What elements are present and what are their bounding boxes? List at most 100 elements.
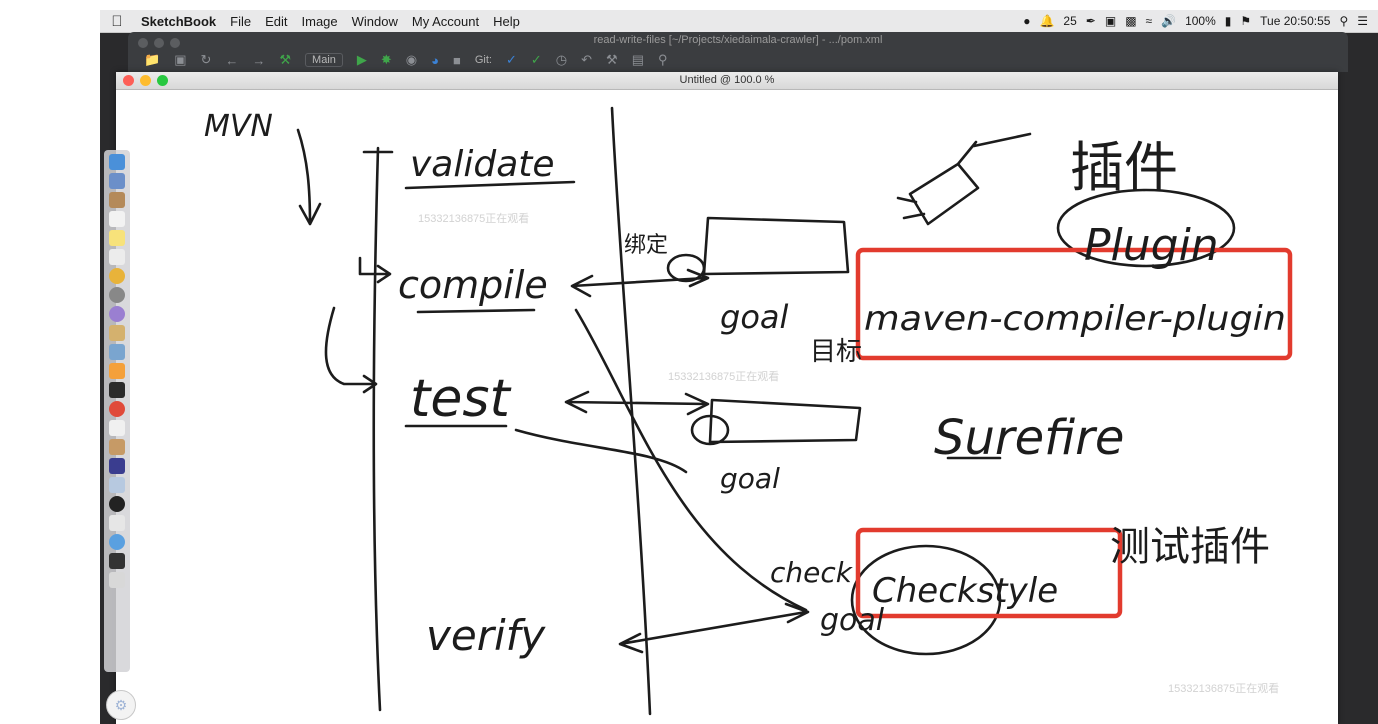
sublime-icon[interactable]	[109, 363, 125, 379]
list-icon[interactable]: ☰	[1357, 14, 1368, 28]
menu-app-name[interactable]: SketchBook	[141, 13, 217, 29]
display-icon[interactable]: ▩	[1125, 14, 1137, 28]
terminal-icon[interactable]	[109, 382, 125, 398]
zoom-button[interactable]	[157, 75, 168, 86]
volume-icon[interactable]: 🔊	[1161, 14, 1177, 28]
highlight-box-compiler-plugin	[855, 247, 1293, 361]
test-to-goal-curve	[514, 428, 688, 474]
watermark-3: 15332136875正在观看	[1168, 683, 1280, 695]
history-icon[interactable]: ◷	[555, 52, 568, 67]
goal-2-label: goal	[720, 462, 780, 495]
mail-icon[interactable]	[109, 173, 125, 189]
preview-icon[interactable]	[109, 344, 125, 360]
back-icon[interactable]: ←	[225, 52, 239, 68]
save-icon[interactable]: ▣	[174, 52, 187, 67]
minimize-button[interactable]	[140, 75, 151, 86]
menu-edit[interactable]: Edit	[265, 13, 288, 29]
target-label: 目标	[810, 337, 862, 367]
sketchbook-window: Untitled @ 100.0 % 15332136875正在观看 15332…	[116, 72, 1338, 724]
clock[interactable]: Tue 20:50:55	[1260, 14, 1331, 28]
checkstyle-circle	[850, 544, 1002, 656]
menu-help[interactable]: Help	[493, 13, 520, 29]
run-config-select[interactable]: Main	[305, 53, 343, 67]
git-commit-icon[interactable]: ✓	[530, 52, 542, 67]
stop-icon[interactable]: ■	[453, 52, 461, 68]
reminders-icon[interactable]	[109, 249, 125, 265]
textedit-icon[interactable]	[109, 420, 125, 436]
search-icon[interactable]: ⚲	[1339, 14, 1349, 28]
search-everywhere-icon[interactable]: ⚲	[658, 52, 668, 67]
qq-icon[interactable]	[109, 401, 125, 417]
menu-window[interactable]: Window	[351, 13, 398, 29]
test-double-arrow	[564, 390, 710, 416]
menu-image[interactable]: Image	[301, 13, 338, 29]
slack-icon[interactable]	[109, 306, 125, 322]
ide-window: read-write-files [~/Projects/xiedaimala-…	[128, 32, 1348, 72]
coverage-icon[interactable]: ◉	[405, 52, 418, 67]
goal-box-2	[708, 398, 862, 444]
screen-icon[interactable]: ▣	[1104, 14, 1117, 28]
finder-icon[interactable]	[109, 154, 125, 170]
project-structure-icon[interactable]: ▤	[631, 52, 644, 67]
pen-icon[interactable]: ✒	[1085, 14, 1096, 28]
test-plugin-cn-label: 测试插件	[1110, 524, 1270, 570]
git-update-icon[interactable]: ✓	[505, 52, 517, 67]
menu-file[interactable]: File	[230, 13, 252, 29]
obs-dock-icon[interactable]	[109, 496, 125, 512]
chrome-icon[interactable]	[109, 268, 125, 284]
dock	[104, 150, 130, 672]
plugin-en-label: Plugin	[1084, 220, 1219, 271]
calendar-icon[interactable]	[109, 211, 125, 227]
ide-window-controls	[138, 38, 180, 48]
pencil-app-icon[interactable]	[109, 325, 125, 341]
screen-app-icon[interactable]	[109, 553, 125, 569]
close-button[interactable]	[123, 75, 134, 86]
flag-icon[interactable]: ⚑	[1240, 14, 1252, 28]
intellij-icon[interactable]	[109, 458, 125, 474]
battery-label: 100%	[1185, 14, 1216, 28]
wrench-icon[interactable]: ⚒	[606, 52, 618, 67]
plug-drawing	[896, 132, 1032, 226]
wifi-icon[interactable]: ≈	[1145, 14, 1153, 28]
binding-circle-1	[666, 253, 706, 283]
trash-icon[interactable]	[109, 572, 125, 588]
verify-label: verify	[426, 611, 546, 660]
bind-label: 绑定	[624, 233, 668, 258]
mvn-arrow	[296, 128, 322, 226]
revert-icon[interactable]: ↶	[581, 52, 593, 67]
validate-underline	[404, 180, 576, 190]
forward-icon[interactable]: →	[252, 52, 266, 68]
profile-icon[interactable]: ◕	[431, 52, 439, 68]
mvn-label: MVN	[204, 109, 273, 144]
document-icon[interactable]	[109, 515, 125, 531]
ide-window-title: read-write-files [~/Projects/xiedaimala-…	[593, 34, 883, 46]
watermark-1: 15332136875正在观看	[418, 213, 530, 225]
system-preferences-icon[interactable]	[109, 287, 125, 303]
downloads-icon[interactable]	[109, 534, 125, 550]
build-icon[interactable]: ⚒	[279, 52, 292, 67]
checkstyle-label: Checkstyle	[872, 571, 1058, 611]
contacts-icon[interactable]	[109, 192, 125, 208]
monitor-icon[interactable]	[109, 477, 125, 493]
battery-icon[interactable]: ▮	[1224, 14, 1232, 28]
obs-icon[interactable]: ●	[1023, 14, 1031, 28]
folder-icon[interactable]: 📁	[144, 52, 161, 67]
sketchbook-title: Untitled @ 100.0 %	[679, 74, 775, 86]
compile-to-check-curve	[574, 308, 808, 612]
books-icon[interactable]	[109, 439, 125, 455]
bell-icon[interactable]: 🔔	[1039, 14, 1055, 28]
settings-gear-icon[interactable]: ⚙	[106, 690, 136, 720]
plugin-cn-label: 插件	[1070, 136, 1178, 199]
drawing-canvas[interactable]: 15332136875正在观看 15332136875正在观看 15332136…	[116, 90, 1338, 724]
apple-icon[interactable]: 	[100, 13, 134, 30]
debug-icon[interactable]: ✸	[380, 52, 392, 67]
validate-label: validate	[410, 144, 555, 185]
run-icon[interactable]: ▶	[356, 52, 367, 67]
sync-icon[interactable]: ↻	[200, 52, 212, 67]
compile-label: compile	[398, 263, 548, 307]
menu-my-account[interactable]: My Account	[411, 13, 480, 29]
goal-box-1	[702, 216, 850, 276]
notes-icon[interactable]	[109, 230, 125, 246]
window-controls	[123, 75, 168, 86]
check-label: check	[770, 556, 854, 589]
